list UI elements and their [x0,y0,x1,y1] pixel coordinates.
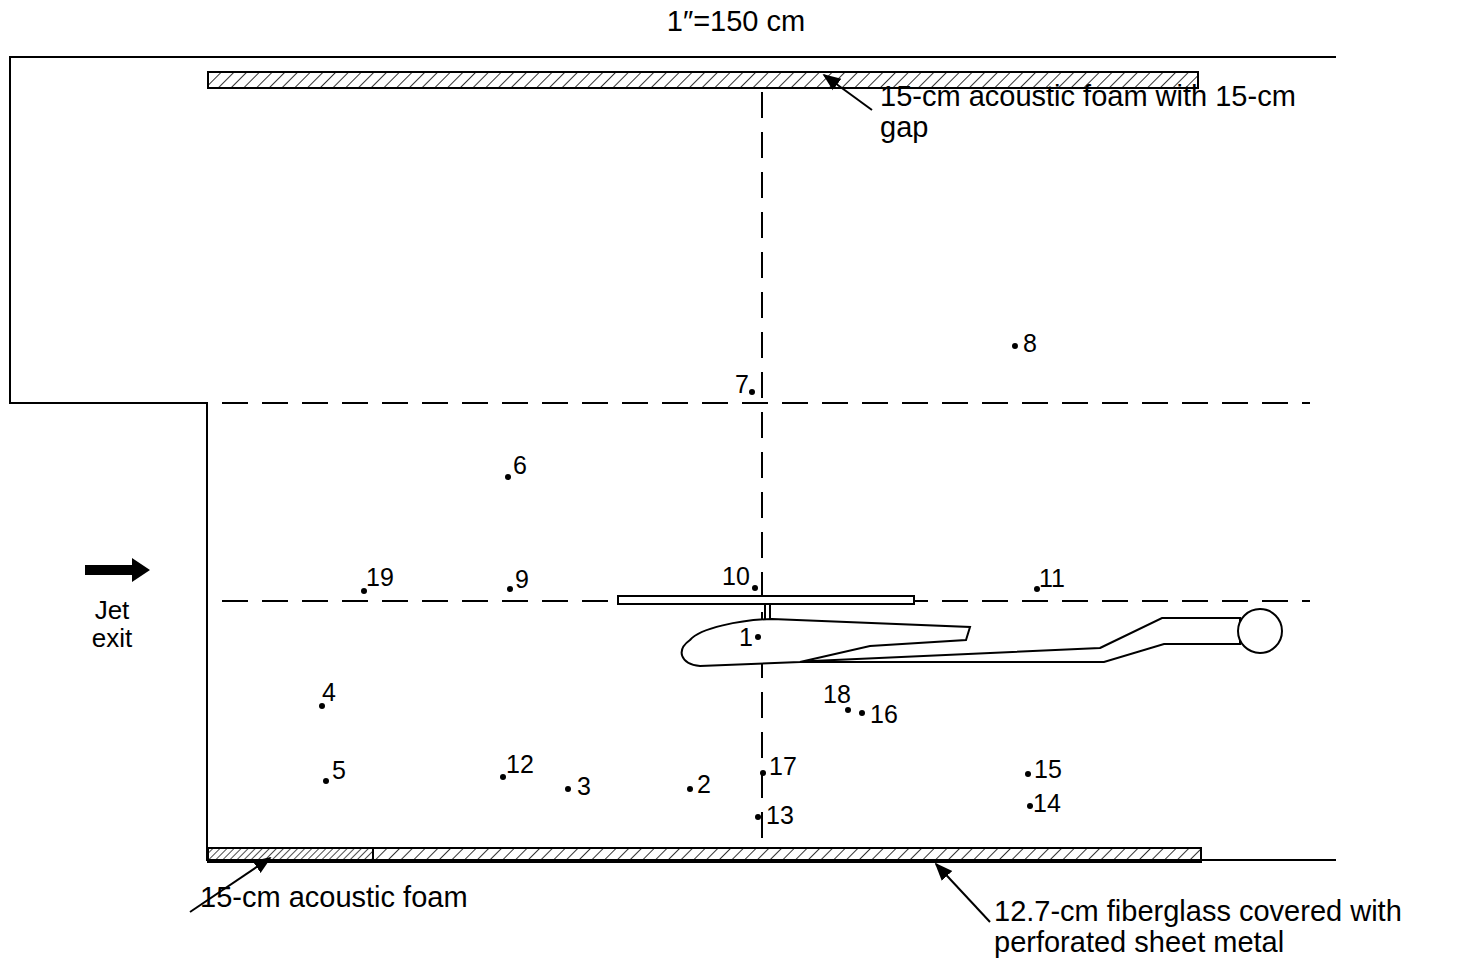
fiberglass-liner [373,848,1201,862]
callout-number: 7 [735,371,749,398]
callout-number: 8 [1023,330,1037,357]
tunnel-walls [10,57,1336,860]
callout-number: 14 [1033,790,1061,817]
callout-number: 1 [739,624,753,651]
callout-number: 12 [506,751,534,778]
callout-number: 13 [766,802,794,829]
bottom-foam-liner [208,848,373,862]
scale-note: 1″=150 cm [667,6,805,37]
flow-label: Jet exit [72,596,152,652]
callout-number: 19 [366,564,394,591]
callout-number: 4 [322,679,336,706]
liner-callout: 15-cm acoustic foam with 15-cm gap [880,81,1310,144]
callout-number: 9 [515,566,529,593]
callout-number: 17 [769,753,797,780]
callout-number: 11 [1039,565,1065,592]
liner-callout: 15-cm acoustic foam [200,882,468,913]
leader-lines [190,75,990,922]
reference-lines [222,92,1310,848]
callout-number: 3 [577,773,591,800]
helicopter [618,596,1282,666]
callout-number: 15 [1034,756,1062,783]
liner-callout: 12.7-cm fiberglass covered with perforat… [994,896,1424,959]
callout-number: 2 [697,771,711,798]
callout-number: 6 [513,452,527,479]
microphone-dots [319,343,1040,820]
callout-number: 5 [332,757,346,784]
callout-number: 10 [722,563,750,590]
flow-arrow [85,558,150,582]
callout-number: 16 [870,701,898,728]
callout-number: 18 [823,681,851,708]
